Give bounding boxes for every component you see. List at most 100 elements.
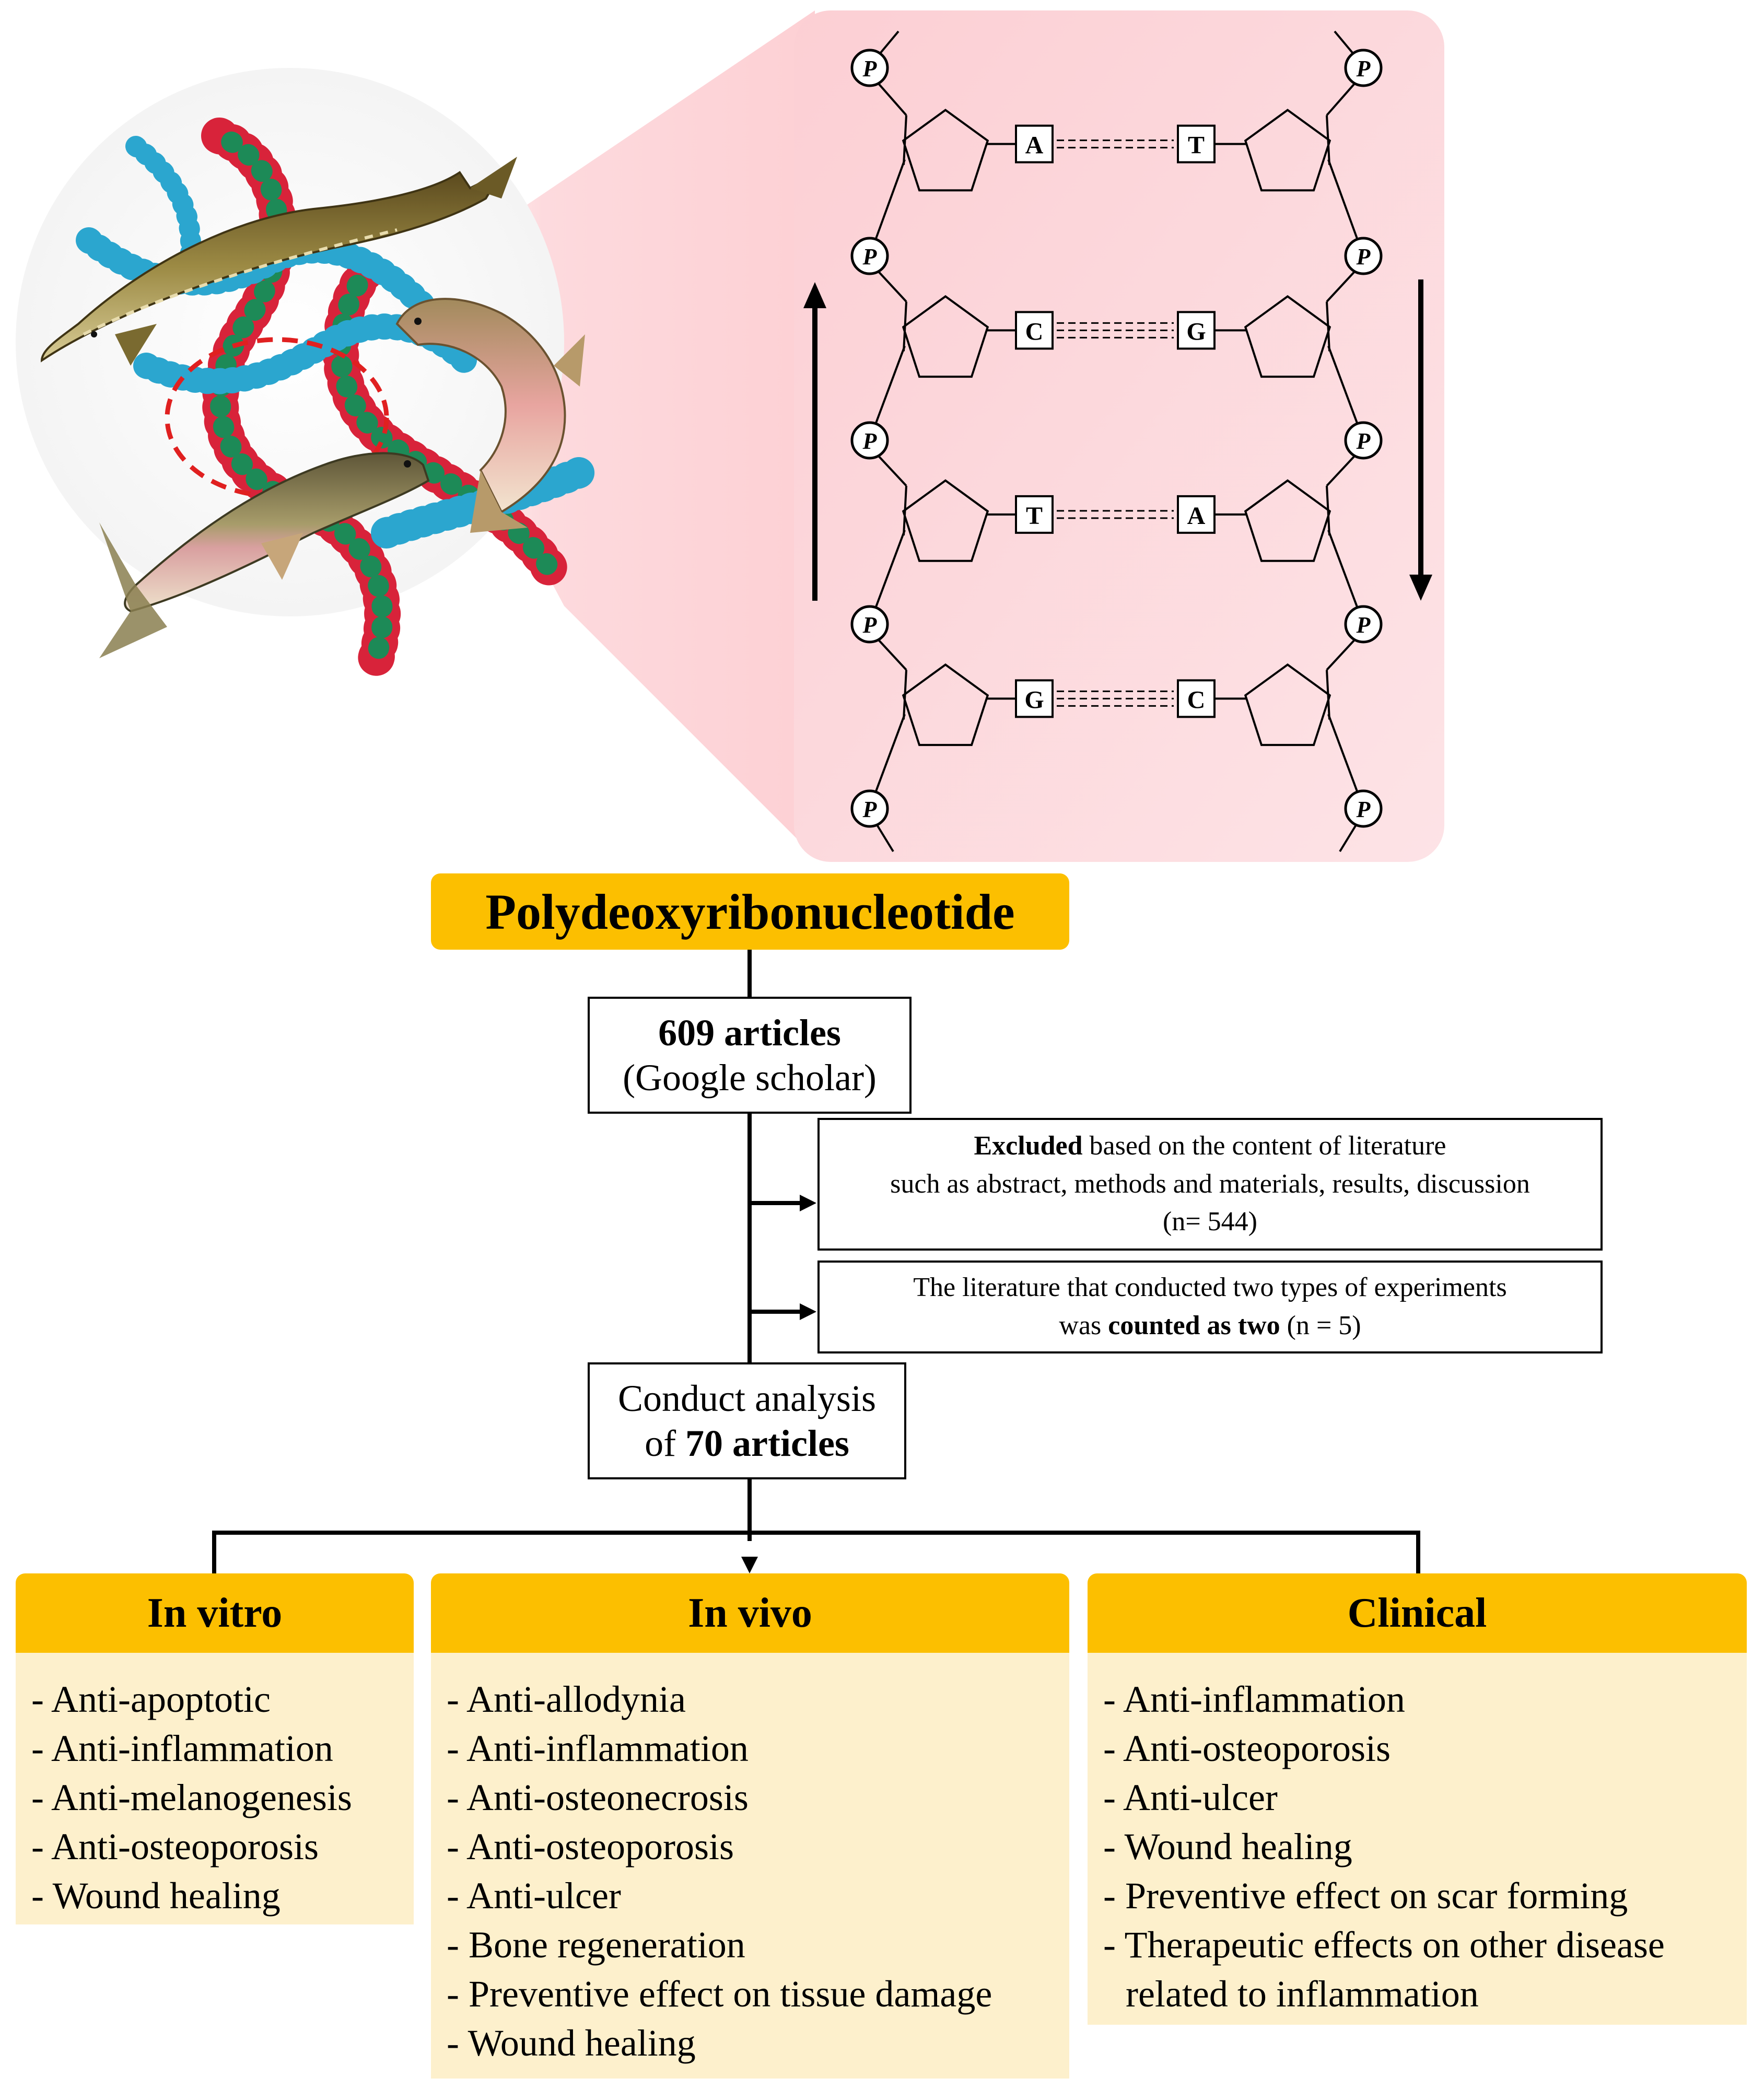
- phosphate-circle: [850, 421, 889, 460]
- clinical-item: - Preventive effect on scar forming: [1103, 1875, 1628, 1917]
- arrowhead-double-count: [800, 1303, 816, 1320]
- backbone-bond: [1327, 159, 1359, 242]
- analysis-line2: of 70 articles: [645, 1421, 849, 1466]
- analysis-line1: Conduct analysis: [618, 1377, 876, 1419]
- connector-to-invitro: [212, 1531, 216, 1575]
- search-count: 609 articles: [658, 1011, 841, 1054]
- exclusion-line3: (n= 544): [1163, 1207, 1257, 1237]
- exclusion-line1: Excluded based on the content of literat…: [974, 1127, 1446, 1165]
- exclusion-bold: Excluded: [974, 1130, 1083, 1161]
- phosphate-circle: [850, 605, 889, 644]
- sugar-ring: [902, 295, 989, 378]
- backbone-bond: [1327, 530, 1359, 610]
- backbone-bond: [1327, 345, 1359, 426]
- clinical-item-continuation: related to inflammation: [1126, 1973, 1479, 2015]
- invivo-title: In vivo: [688, 1590, 812, 1636]
- invitro-item: - Anti-inflammation: [31, 1728, 333, 1769]
- strand-end: [879, 30, 899, 54]
- highlight-circle: [165, 337, 389, 499]
- base-box: [1177, 495, 1216, 534]
- analysis-box: Conduct analysis of 70 articles: [588, 1362, 906, 1479]
- connector-double-count: [750, 1310, 802, 1314]
- analysis-bold: 70 articles: [685, 1422, 849, 1464]
- backbone-bond: [1326, 485, 1330, 536]
- phosphate-circle: [850, 237, 889, 275]
- sugar-ring: [902, 663, 989, 746]
- backbone-bond: [1326, 670, 1330, 720]
- analysis-pre: of: [645, 1422, 686, 1464]
- arrowhead-invivo: [741, 1557, 758, 1573]
- base-label: A: [1025, 132, 1044, 159]
- invivo-item: - Wound healing: [447, 2022, 696, 2064]
- strand-end: [875, 822, 894, 853]
- backbone-bond: [877, 270, 907, 302]
- phosphate-label: P: [862, 797, 878, 822]
- connector-exclusion: [750, 1201, 802, 1205]
- search-box: 609 articles (Google scholar): [588, 997, 912, 1114]
- backbone-bond: [877, 638, 907, 671]
- invivo-item: - Preventive effect on tissue damage: [447, 1973, 992, 2015]
- double-count-post: (n = 5): [1280, 1311, 1361, 1340]
- double-count-bold: counted as two: [1108, 1311, 1280, 1340]
- invivo-panel: - Anti-allodynia - Anti-inflammation - A…: [431, 1653, 1069, 2079]
- sugar-ring: [902, 479, 989, 562]
- base-box: [1177, 311, 1216, 350]
- clinical-item: - Anti-osteoporosis: [1103, 1728, 1391, 1769]
- sugar-ring: [1244, 479, 1331, 562]
- double-count-box: The literature that conducted two types …: [817, 1261, 1603, 1353]
- strand-end: [1339, 822, 1358, 853]
- base-box: [1015, 679, 1054, 718]
- base-label: C: [1187, 686, 1206, 714]
- base-box: [1177, 124, 1216, 164]
- connector-title-to-search: [747, 950, 752, 999]
- backbone-bond: [1326, 454, 1357, 487]
- invivo-item: - Anti-inflammation: [447, 1728, 749, 1769]
- exclusion-line2: such as abstract, methods and materials,…: [890, 1169, 1530, 1199]
- strand-direction-arrows: [803, 279, 1432, 601]
- connector-analysis-down: [747, 1478, 752, 1541]
- clinical-item: - Anti-ulcer: [1103, 1777, 1278, 1818]
- backbone-bond: [877, 81, 907, 116]
- backbone-bond: [1326, 115, 1330, 165]
- backbone-bond: [874, 530, 906, 610]
- backbone-bond: [874, 159, 906, 242]
- sugar-ring: [1244, 663, 1331, 746]
- invivo-item: - Anti-osteonecrosis: [447, 1777, 749, 1818]
- connector-branch-horizontal: [212, 1531, 1420, 1535]
- title-text: Polydeoxyribonucleotide: [485, 883, 1015, 940]
- phosphate-circle: [1344, 49, 1383, 87]
- clinical-panel: - Anti-inflammation - Anti-osteoporosis …: [1088, 1653, 1747, 2025]
- base-label: C: [1025, 318, 1044, 345]
- phosphate-circle: [1344, 237, 1383, 275]
- invivo-item: - Anti-ulcer: [447, 1875, 621, 1917]
- double-count-line2: was counted as two (n = 5): [1059, 1307, 1361, 1345]
- phosphate-label: P: [862, 612, 878, 638]
- phosphate-label: P: [1356, 244, 1371, 270]
- double-count-line1: The literature that conducted two types …: [913, 1273, 1507, 1303]
- backbone-bond: [874, 345, 906, 426]
- backbone-bond: [903, 670, 907, 720]
- double-count-pre: was: [1059, 1311, 1108, 1340]
- backbone-bond: [903, 115, 907, 165]
- sturgeon-fish: [40, 157, 517, 366]
- phosphate-circle: [1344, 421, 1383, 460]
- clinical-item: - Anti-inflammation: [1103, 1678, 1405, 1720]
- backbone-bond: [1326, 301, 1330, 352]
- invivo-item: - Anti-osteoporosis: [447, 1826, 734, 1868]
- invitro-item: - Anti-melanogenesis: [31, 1777, 352, 1818]
- phosphate-label: P: [862, 244, 878, 270]
- base-label: T: [1026, 502, 1043, 530]
- search-source: (Google scholar): [623, 1057, 877, 1099]
- trout-fish-green: [99, 452, 430, 658]
- base-label: T: [1188, 132, 1205, 159]
- sugar-ring: [1244, 109, 1331, 192]
- base-box: [1015, 311, 1054, 350]
- backbone-bond: [903, 301, 907, 352]
- phosphate-label: P: [1356, 56, 1371, 81]
- base-box: [1015, 124, 1054, 164]
- exclusion-line1-rest: based on the content of literature: [1082, 1130, 1446, 1161]
- strand-end: [1334, 30, 1354, 54]
